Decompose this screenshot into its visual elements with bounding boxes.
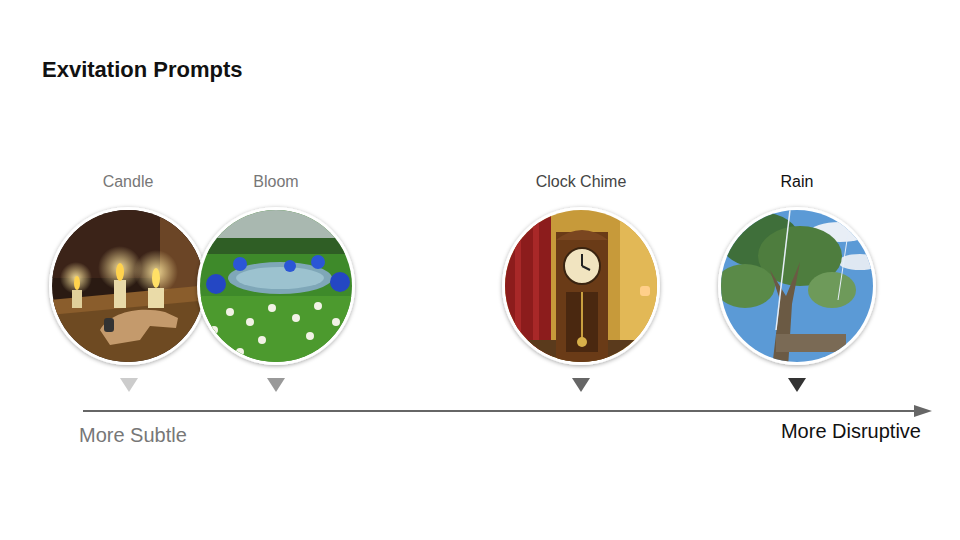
marker-triangle [267, 378, 285, 392]
diagram-title: Exvitation Prompts [42, 57, 242, 83]
prompt-label: Bloom [196, 172, 356, 192]
axis-line [83, 410, 916, 412]
prompt-label: Candle [48, 172, 208, 192]
prompt-label: Rain [717, 172, 877, 192]
prompt-node: Candle [48, 172, 208, 368]
prompt-node: Bloom [196, 172, 356, 368]
rain-scene [715, 207, 882, 368]
marker-triangle [120, 378, 138, 392]
prompt-node: Rain [717, 172, 877, 368]
marker-triangle [788, 378, 806, 392]
axis-label: More Subtle [79, 424, 187, 447]
marker-triangle [572, 378, 590, 392]
axis-arrowhead [914, 405, 932, 417]
prompt-node: Clock Chime [501, 172, 661, 368]
candle-scene [49, 207, 210, 370]
bloom-scene [197, 207, 358, 368]
axis-label: More Disruptive [781, 420, 921, 443]
prompt-label: Clock Chime [501, 172, 661, 192]
clock-scene [502, 207, 663, 370]
